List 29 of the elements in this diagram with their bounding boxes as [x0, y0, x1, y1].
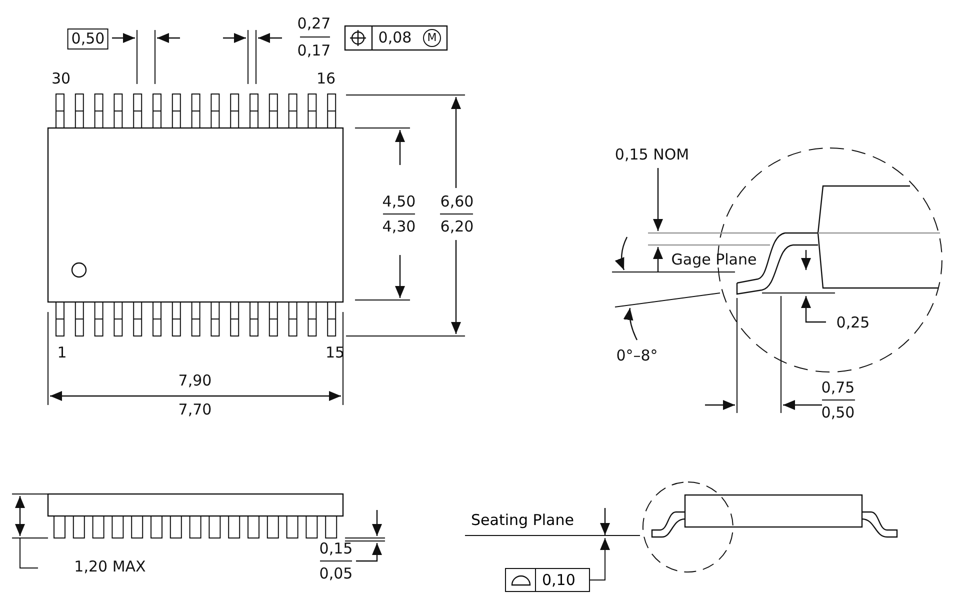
dimension-value: 1,20 MAX: [74, 558, 146, 576]
dimension-value: 0,75: [821, 380, 855, 396]
dimension-value: 0,17: [297, 42, 331, 60]
pin-number: 16: [316, 70, 336, 88]
material-condition-symbol: M: [423, 29, 441, 47]
dimension-value: 6,20: [440, 218, 474, 236]
dimension-value: 0,15 NOM: [614, 146, 690, 164]
dimension-value: 4,50: [382, 194, 416, 210]
pin-number: 1: [57, 344, 67, 362]
dimension-value: 0,25: [836, 314, 870, 332]
dimension-value: 7,70: [178, 402, 212, 418]
dimension-value: 0,15: [319, 540, 353, 558]
tolerance-frame: [505, 568, 590, 592]
dimension-value: 0,27: [297, 16, 331, 32]
tolerance-value: 0,08: [378, 30, 412, 46]
dimension-value: 7,90: [178, 372, 212, 390]
dimension-value: 6,60: [440, 194, 474, 210]
plane-label: Gage Plane: [671, 252, 757, 268]
dimension-value: 4,30: [382, 218, 416, 236]
angle-value: 0°–8°: [616, 348, 658, 364]
pin-number: 30: [51, 70, 71, 88]
tolerance-value: 0,10: [541, 571, 576, 589]
pin-number: 15: [325, 344, 345, 362]
dimension-value: 0,50: [821, 404, 855, 422]
dimension-value: 0,05: [319, 566, 353, 582]
seating-plane-line: [465, 511, 640, 536]
basic-dimension: 0,50: [67, 28, 109, 50]
leader-line: [590, 538, 610, 580]
plane-label: Seating Plane: [470, 511, 575, 529]
